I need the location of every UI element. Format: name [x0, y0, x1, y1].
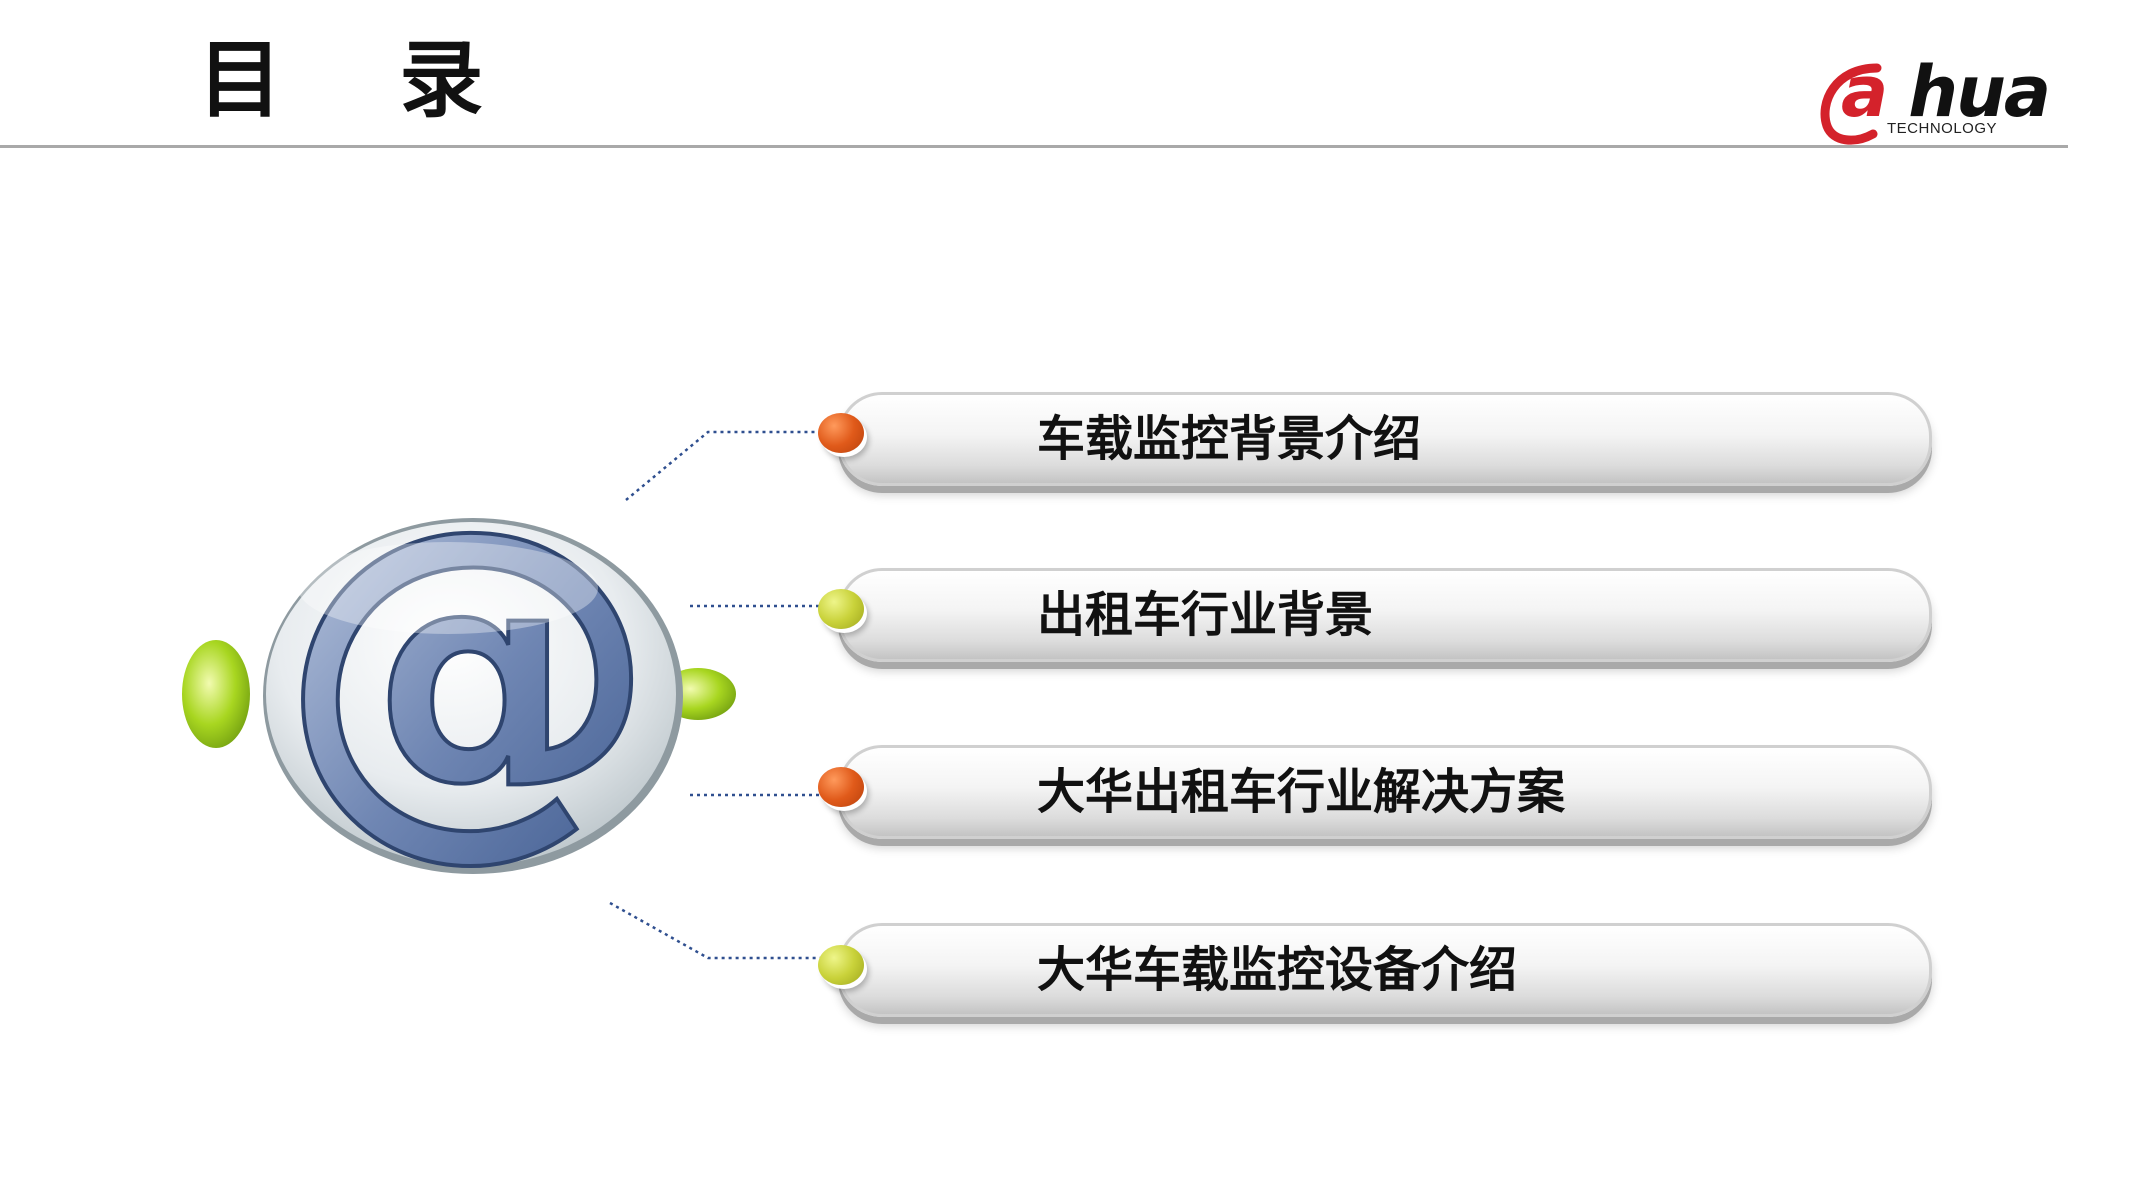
logo-swoosh-icon: [1820, 63, 1882, 145]
connector-line-1: [625, 430, 820, 501]
bullet-dot-green: [818, 589, 864, 629]
disc-face: [266, 522, 676, 866]
connector-line-4: [609, 901, 822, 960]
hub-graphic: @: [178, 445, 738, 900]
page-title: 目 录: [198, 31, 528, 129]
at-symbol: @: [278, 500, 658, 890]
bullet-dot-orange: [818, 767, 864, 807]
logo-subtext: TECHNOLOGY: [1887, 120, 1998, 137]
logo-wordmark-rest: hua: [1908, 51, 2051, 133]
bullet-dot-orange: [818, 413, 864, 453]
disc-highlight: [298, 542, 598, 634]
menu-item-label: 车载监控背景介绍: [1037, 411, 1422, 467]
menu-item-label: 大华出租车行业解决方案: [1037, 764, 1566, 820]
at-sign-icon: @: [182, 445, 736, 892]
menu-item-2[interactable]: 出租车行业背景: [838, 568, 1932, 662]
title-divider: [0, 145, 2068, 148]
menu-item-label: 出租车行业背景: [1037, 587, 1374, 643]
menu-item-1[interactable]: 车载监控背景介绍: [838, 392, 1932, 486]
logo-wordmark-a: a: [1841, 51, 1888, 133]
menu-item-3[interactable]: 大华出租车行业解决方案: [838, 745, 1932, 839]
leaf-left: [182, 640, 250, 748]
menu-item-4[interactable]: 大华车载监控设备介绍: [838, 923, 1932, 1017]
menu-item-label: 大华车载监控设备介绍: [1037, 942, 1518, 998]
bullet-dot-green: [818, 945, 864, 985]
